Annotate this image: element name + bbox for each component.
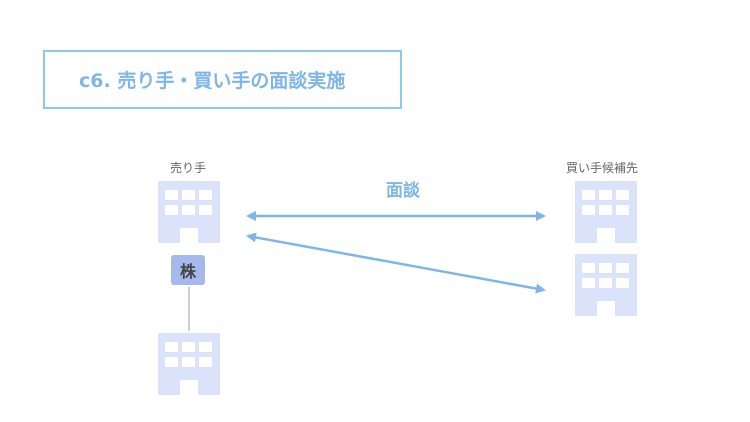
buyer-building-icon-2 — [575, 254, 637, 316]
seller-label: 売り手 — [170, 161, 207, 175]
buyer-label: 買い手候補先 — [566, 161, 639, 175]
buyer-building-icon — [575, 181, 637, 243]
stock-badge: 株 — [171, 255, 205, 285]
interview-label: 面談 — [386, 181, 420, 201]
subsidiary-building-icon — [158, 333, 220, 395]
diagram-title: c6. 売り手・買い手の面談実施 — [43, 50, 402, 109]
interview-arrow-2 — [246, 232, 546, 294]
ownership-line — [188, 287, 190, 331]
seller-building-icon — [158, 181, 220, 243]
